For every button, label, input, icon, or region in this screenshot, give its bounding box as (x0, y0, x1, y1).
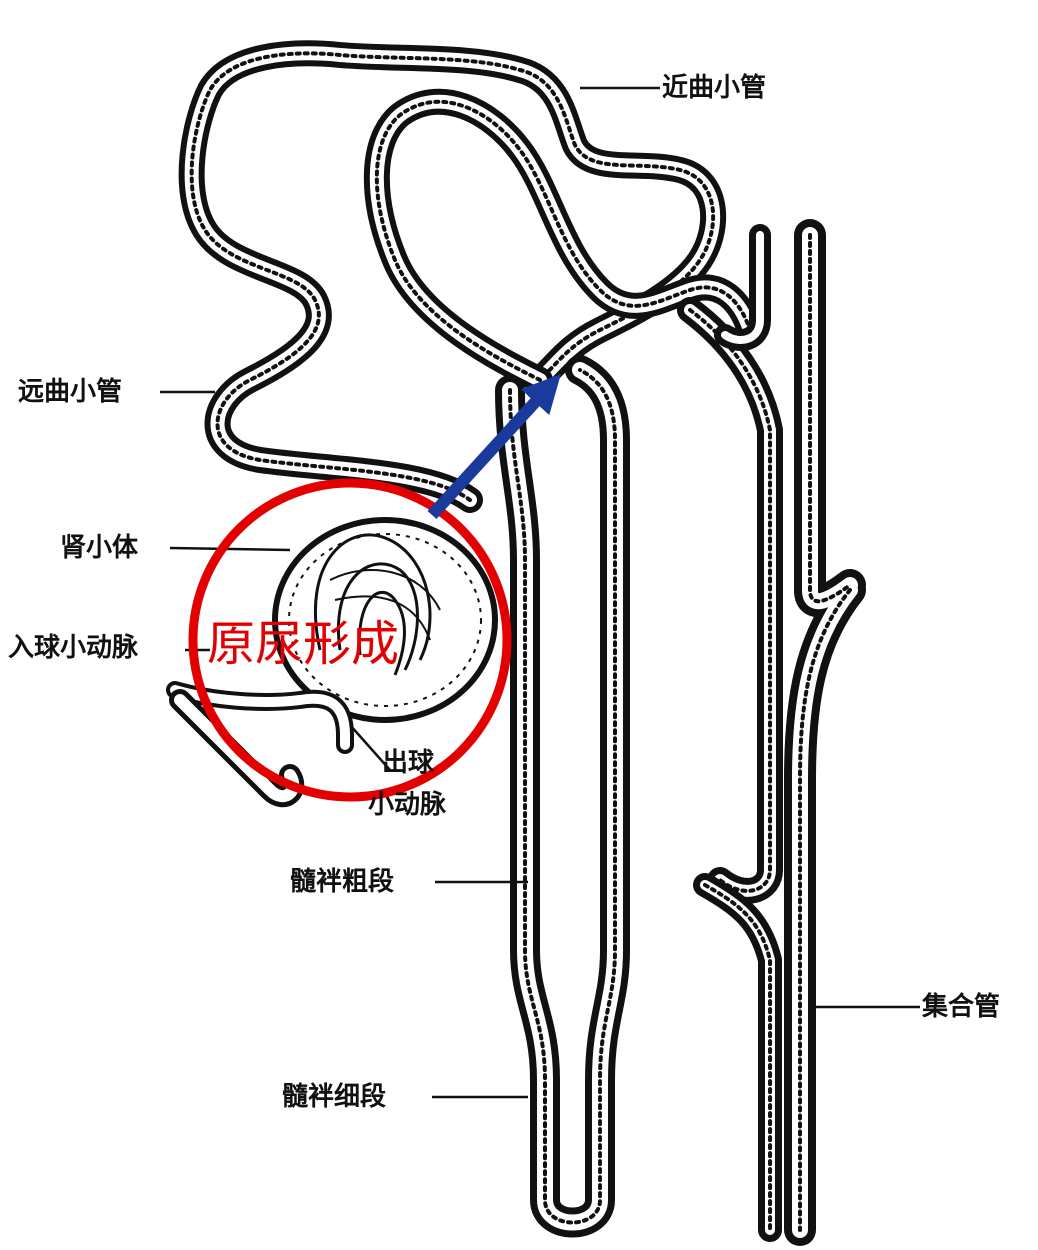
label-afferent-arteriole: 入球小动脉 (8, 633, 138, 663)
loop-of-henle (510, 370, 615, 1223)
label-efferent-arteriole-line1: 出球 (382, 748, 434, 778)
label-collecting-duct: 集合管 (922, 992, 1000, 1022)
label-proximal-tubule-top: 近曲小管 (662, 73, 766, 103)
label-renal-corpuscle: 肾小体 (60, 533, 138, 563)
distal-tubule (690, 310, 770, 891)
label-efferent-arteriole-line2: 小动脉 (368, 790, 446, 820)
convoluted-tubule (192, 53, 750, 500)
label-loop-thin-segment: 髓袢细段 (282, 1082, 386, 1112)
label-loop-thick-segment: 髓袢粗段 (290, 867, 394, 897)
label-proximal-tubule-left: 远曲小管 (18, 377, 122, 407)
annotation-urine-formation: 原尿形成 (207, 616, 399, 672)
